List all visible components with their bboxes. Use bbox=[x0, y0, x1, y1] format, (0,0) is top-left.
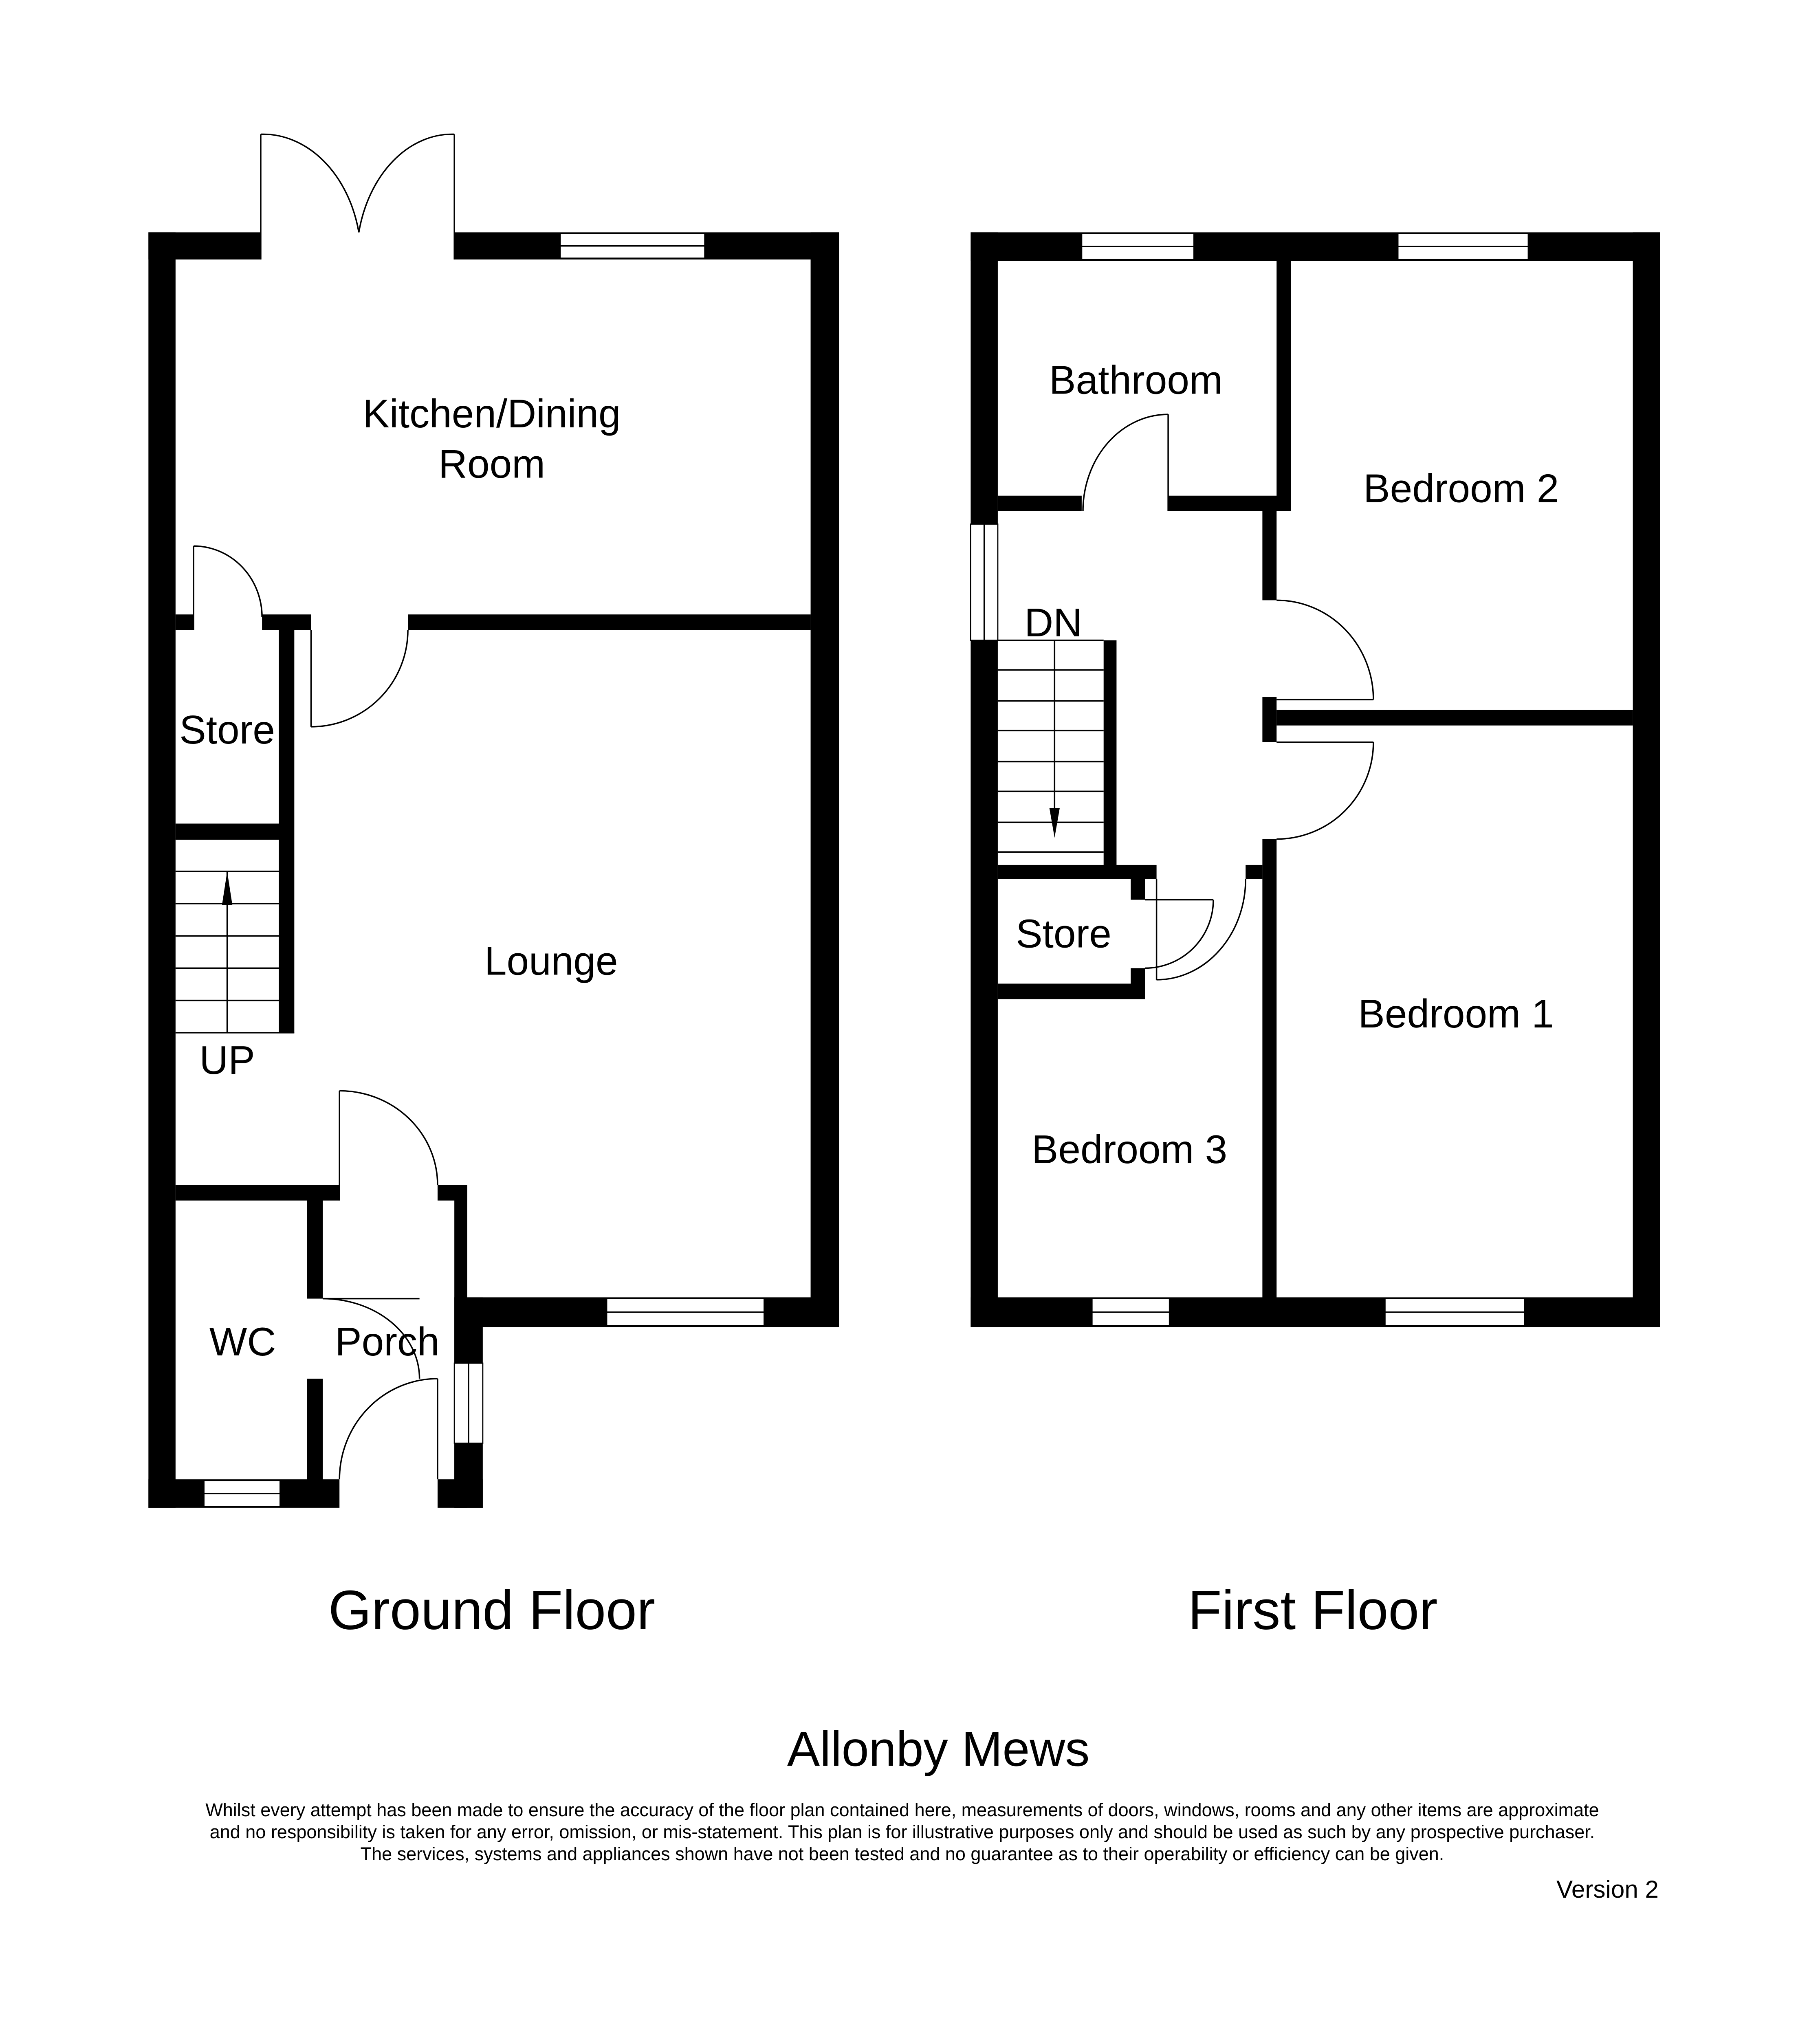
wall bbox=[1262, 839, 1277, 1304]
stairs-up-label: UP bbox=[199, 1038, 255, 1082]
wall bbox=[997, 983, 1145, 999]
wall bbox=[1276, 258, 1291, 511]
room-label-porch: Porch bbox=[335, 1319, 440, 1364]
window bbox=[453, 1362, 484, 1444]
first-floor-title: First Floor bbox=[1188, 1579, 1437, 1641]
version-label: Version 2 bbox=[1556, 1876, 1659, 1903]
window bbox=[606, 1298, 765, 1326]
wall bbox=[971, 232, 998, 524]
door bbox=[339, 1090, 438, 1201]
disclaimer-line-1: Whilst every attempt has been made to en… bbox=[205, 1799, 1599, 1820]
wall bbox=[408, 614, 811, 630]
window bbox=[1384, 1298, 1525, 1326]
wall bbox=[1168, 495, 1291, 511]
wall bbox=[971, 640, 998, 1327]
door bbox=[310, 630, 409, 728]
room-label-kitchen: Kitchen/Dining bbox=[363, 391, 621, 436]
wall bbox=[997, 865, 1157, 879]
room-label-lounge: Lounge bbox=[484, 938, 618, 983]
room-label-bedroom1: Bedroom 1 bbox=[1358, 991, 1554, 1036]
wall bbox=[148, 232, 176, 1508]
window bbox=[1081, 233, 1195, 260]
disclaimer-line-3: The services, systems and appliances sho… bbox=[361, 1843, 1444, 1864]
room-label-bathroom: Bathroom bbox=[1049, 357, 1223, 402]
wall bbox=[1131, 878, 1145, 900]
room-label-store: Store bbox=[179, 707, 275, 752]
bedroom3-door bbox=[1155, 879, 1246, 981]
window bbox=[1091, 1298, 1170, 1326]
front-door bbox=[339, 1378, 438, 1480]
wall bbox=[1262, 697, 1277, 742]
wall bbox=[1276, 710, 1633, 726]
wall bbox=[1262, 508, 1277, 601]
wall bbox=[175, 823, 282, 839]
bedroom1-door bbox=[1276, 741, 1374, 840]
bathroom-door bbox=[1082, 414, 1169, 511]
window bbox=[1397, 233, 1529, 260]
wall bbox=[307, 1198, 323, 1299]
room-label-kitchen-line2: Room bbox=[438, 441, 545, 486]
window bbox=[970, 524, 999, 641]
stairs-down-label: DN bbox=[1024, 600, 1082, 645]
wall bbox=[437, 1185, 467, 1201]
arrow-down-icon bbox=[1049, 808, 1060, 838]
room-label-bedroom3: Bedroom 3 bbox=[1032, 1127, 1227, 1172]
room-label-wc: WC bbox=[209, 1319, 276, 1364]
window bbox=[559, 233, 706, 259]
french-doors bbox=[260, 133, 455, 260]
arrow-up-icon bbox=[222, 871, 233, 905]
wall bbox=[810, 232, 839, 1327]
window bbox=[203, 1480, 281, 1507]
store-door bbox=[1145, 899, 1214, 969]
wall bbox=[1246, 865, 1263, 879]
wall bbox=[971, 1297, 1660, 1327]
wall bbox=[971, 232, 1660, 261]
wall bbox=[148, 232, 261, 260]
wall bbox=[279, 627, 295, 1033]
wall bbox=[175, 614, 194, 630]
wall bbox=[1633, 232, 1660, 1327]
wall bbox=[1103, 640, 1117, 868]
door bbox=[323, 1298, 420, 1379]
door bbox=[193, 545, 263, 630]
ground-floor-plan: Kitchen/Dining Room Store Lounge UP WC P… bbox=[148, 133, 839, 1508]
stairs-down bbox=[997, 639, 1104, 853]
bedroom2-door bbox=[1276, 599, 1374, 701]
wall bbox=[997, 495, 1082, 511]
ground-floor-title: Ground Floor bbox=[328, 1579, 655, 1641]
wall bbox=[437, 1479, 483, 1508]
room-label-store: Store bbox=[1016, 911, 1111, 956]
wall bbox=[307, 1379, 323, 1482]
first-floor-plan: Bathroom Bedroom 2 DN Store Bedroom 1 Be… bbox=[970, 232, 1660, 1327]
property-name: Allonby Mews bbox=[787, 1722, 1090, 1777]
stairs-up bbox=[175, 838, 295, 1034]
disclaimer-line-2: and no responsibility is taken for any e… bbox=[210, 1821, 1595, 1842]
room-label-bedroom2: Bedroom 2 bbox=[1363, 466, 1559, 511]
